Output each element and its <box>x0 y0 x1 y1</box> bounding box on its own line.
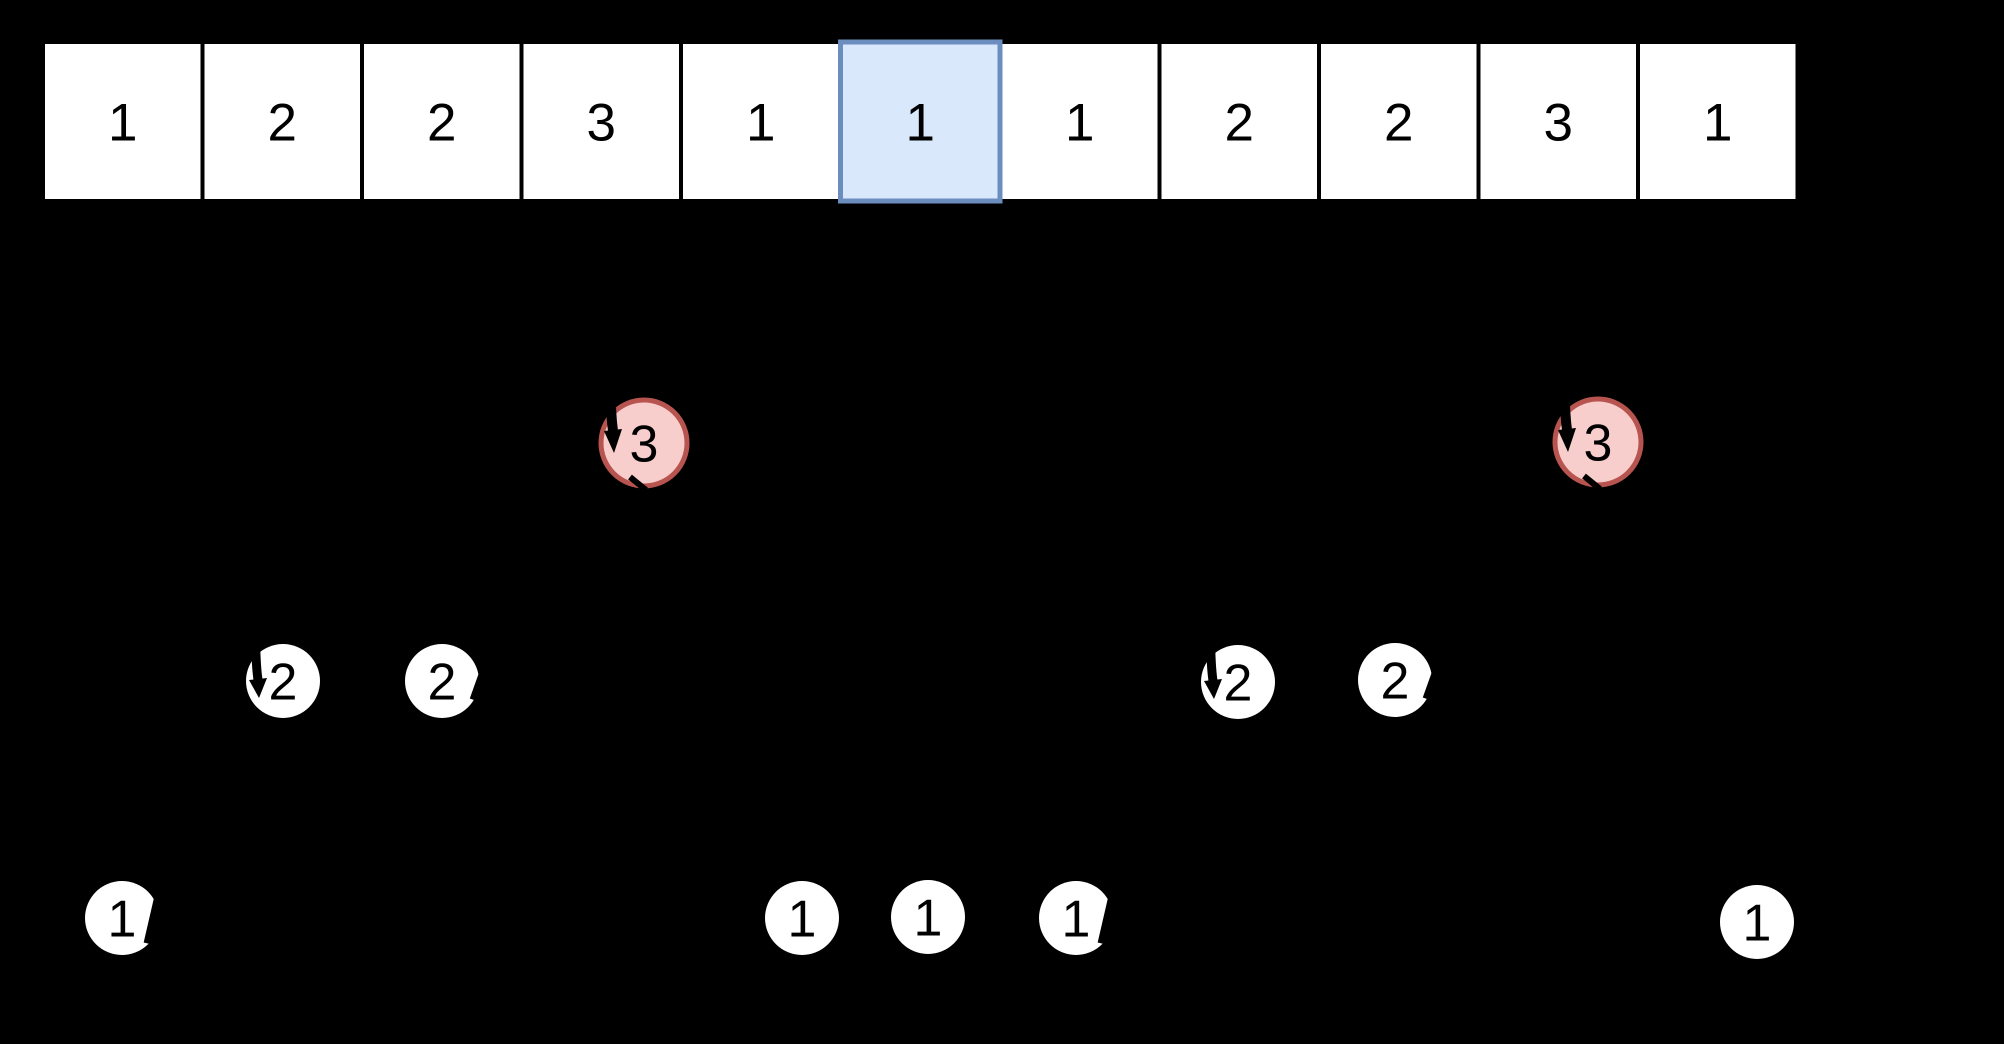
array-cell-highlighted <box>838 39 1003 204</box>
array-cell-value-8: 2 <box>1384 93 1413 152</box>
circle-value-6: 1 <box>1062 890 1091 948</box>
array-cell-1 <box>200 40 364 203</box>
bottom-notch-mark <box>1582 473 1602 492</box>
circle-value-8: 2 <box>1381 652 1410 710</box>
down-arrow-shaft-icon <box>1206 599 1218 682</box>
circle-value-10: 1 <box>1743 894 1772 952</box>
value-circle-4 <box>765 881 839 955</box>
value-circle-1 <box>246 644 320 718</box>
array-cell-value-10: 1 <box>1703 93 1732 152</box>
arrow-tail-mark <box>1102 938 1130 964</box>
down-arrowhead-icon <box>604 429 622 453</box>
circle-value-1: 2 <box>269 653 298 711</box>
array-cell-4 <box>679 40 843 203</box>
circle-value-4: 1 <box>788 890 817 948</box>
value-circle-2 <box>405 644 479 718</box>
array-cell-10 <box>1636 40 1800 203</box>
down-arrow-shaft-icon <box>1559 353 1572 431</box>
array-cell-3 <box>519 40 683 203</box>
circle-value-3: 3 <box>630 415 659 473</box>
array-cell-9 <box>1476 40 1640 203</box>
circle-value-5: 1 <box>914 889 943 947</box>
array-cell-0 <box>41 40 205 203</box>
value-circle-10 <box>1720 885 1794 959</box>
array-cell-value-9: 3 <box>1544 93 1573 152</box>
array-cell-value-4: 1 <box>746 93 775 152</box>
edge-cut-mark <box>143 890 169 946</box>
arrow-tail-mark <box>148 938 176 964</box>
edge-cut-mark <box>1097 890 1123 946</box>
circle-value-0: 1 <box>108 890 137 948</box>
circle-value-2: 2 <box>428 653 457 711</box>
value-circle-0 <box>85 881 159 955</box>
down-arrow-shaft-icon <box>251 598 263 681</box>
value-circle-6 <box>1039 881 1113 955</box>
array-cell-value-7: 2 <box>1225 93 1254 152</box>
circle-value-7: 2 <box>1224 654 1253 712</box>
array-cell-value-6: 1 <box>1065 93 1094 152</box>
array-cell-value-1: 2 <box>268 93 297 152</box>
array-cell-8 <box>1317 40 1481 203</box>
array-cell-2 <box>360 40 524 203</box>
array-cell-value-2: 2 <box>427 93 456 152</box>
down-arrowhead-icon <box>1558 428 1576 452</box>
array-cell-6 <box>998 40 1162 203</box>
value-circle-5 <box>891 880 965 954</box>
array-cell-value-3: 3 <box>587 93 616 152</box>
value-circle-8 <box>1358 643 1432 717</box>
array-cell-value-5: 1 <box>906 93 935 152</box>
array-cell-value-0: 1 <box>108 93 137 152</box>
down-arrowhead-icon <box>1204 679 1222 699</box>
bottom-notch-mark <box>628 474 648 493</box>
down-arrow-shaft-icon <box>605 354 618 432</box>
edge-notch-mark <box>1422 669 1442 701</box>
circle-value-9: 3 <box>1584 414 1613 472</box>
value-circle-7 <box>1201 645 1275 719</box>
edge-notch-mark <box>469 670 489 702</box>
down-arrowhead-icon <box>249 678 267 698</box>
